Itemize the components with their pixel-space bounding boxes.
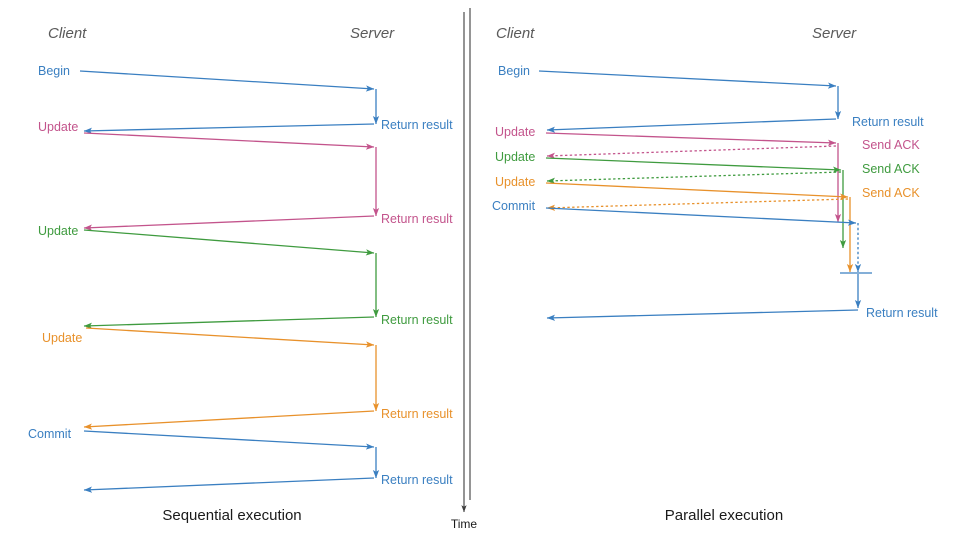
lane-title-server: Server [812,25,857,42]
message-label-update-3: Update [495,175,535,189]
message-label-commit: Commit [492,199,536,213]
response-label-update-3: Return result [381,407,453,421]
request-arrow-commit [83,430,375,450]
request-arrow-begin [79,70,375,92]
message-label-begin: Begin [38,64,70,78]
message-label-update-2: Update [495,150,535,164]
response-label-commit: Return result [381,473,453,487]
response-label-update-1: Return result [381,212,453,226]
response-arrow-update-3 [546,198,849,211]
request-arrow-update-1 [545,132,837,146]
panel-caption-parallel: Parallel execution [665,507,783,524]
lane-title-client: Client [48,25,87,42]
lane-title-client: Client [496,25,535,42]
response-arrow-update-1 [546,145,837,159]
request-arrow-update-3 [545,182,849,200]
response-label-update-3: Send ACK [862,186,920,200]
response-arrow-commit [546,309,859,321]
response-arrow-update-3 [83,410,375,430]
response-arrow-commit [83,477,375,493]
response-arrow-update-2 [83,316,375,329]
time-axis-label: Time [451,517,478,531]
message-label-update-3: Update [42,331,82,345]
request-arrow-update-2 [83,229,375,256]
response-label-begin: Return result [381,118,453,132]
request-arrow-update-3 [85,327,375,348]
response-label-update-2: Return result [381,313,453,327]
response-label-update-1: Send ACK [862,138,920,152]
request-arrow-update-1 [83,132,375,150]
response-label-commit: Return result [866,306,938,320]
request-arrow-begin [538,70,837,89]
message-label-commit: Commit [28,427,72,441]
request-arrow-commit [545,207,857,226]
request-arrow-update-2 [545,157,842,173]
panel-caption-sequential: Sequential execution [162,507,301,524]
response-arrow-begin [83,123,375,134]
message-label-update-1: Update [38,120,78,134]
response-arrow-update-2 [546,171,842,184]
message-label-begin: Begin [498,64,530,78]
lane-title-server: Server [350,25,395,42]
response-label-update-2: Send ACK [862,162,920,176]
response-arrow-update-1 [83,215,375,231]
message-label-update-1: Update [495,125,535,139]
response-label-begin: Return result [852,115,924,129]
response-arrow-begin [546,118,837,133]
message-label-update-2: Update [38,224,78,238]
